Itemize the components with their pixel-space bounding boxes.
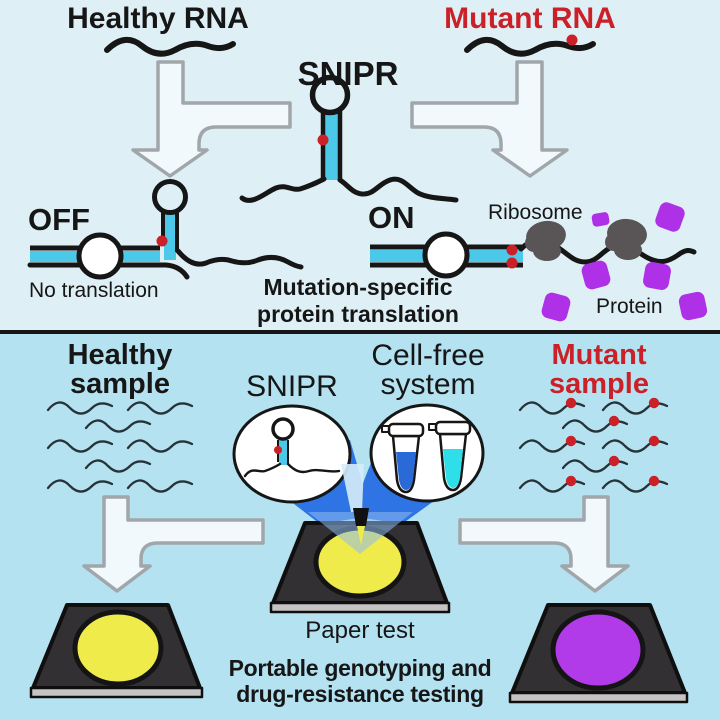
- protein-label: Protein: [596, 295, 663, 318]
- ribosome-blob: [605, 218, 647, 260]
- cellfree-inset-circle: [369, 403, 485, 503]
- portable-caption: Portable genotyping and drug-resistance …: [180, 655, 540, 707]
- beam-streak: [341, 464, 364, 512]
- mutation-caption-line2: protein translation: [257, 301, 459, 327]
- on-sensor-dot-icon: [506, 257, 518, 269]
- on-sensor-dot-icon: [506, 244, 518, 256]
- on-state-label: ON: [368, 200, 415, 235]
- mutant-rna-label: Mutant RNA: [444, 2, 616, 35]
- healthy-rna-strand: [104, 37, 236, 57]
- top-panel-graphics: [27, 34, 708, 322]
- mutant-rna-strand: [464, 37, 596, 57]
- mutation-caption-line1: Mutation-specific: [263, 274, 453, 300]
- healthy-sample-line2: sample: [70, 368, 170, 400]
- result-spot-purple: [550, 609, 646, 691]
- cellfree-system-label: Cell-free system: [347, 339, 509, 401]
- off-riboswitch: [27, 179, 304, 280]
- snipr-title-label: SNIPR: [297, 55, 399, 92]
- paper-test-device-mutant: [508, 603, 689, 704]
- arrow-mutant-to-result-icon: [458, 495, 630, 593]
- healthy-rna-label: Healthy RNA: [67, 2, 249, 35]
- pipette-tip-icon: [353, 508, 369, 545]
- tube-cyan: [428, 420, 472, 492]
- mutant-sample-line1: Mutant: [551, 339, 647, 371]
- healthy-sample-label: Healthy sample: [40, 341, 200, 399]
- ribosome-blob: [525, 220, 566, 261]
- tube-blue: [381, 422, 425, 494]
- paper-test-device-center: [269, 521, 451, 614]
- paper-test-label: Paper test: [305, 617, 415, 644]
- arrow-healthy-to-result-icon: [82, 495, 265, 593]
- arrow-healthy-to-off-icon: [131, 60, 292, 178]
- healthy-sample-line1: Healthy: [67, 339, 173, 371]
- bottom-panel-graphics: [29, 398, 689, 704]
- panel-divider: [0, 330, 720, 334]
- portable-line2: drug-resistance testing: [236, 681, 484, 707]
- ribosome-label: Ribosome: [488, 201, 583, 224]
- cellfree-line1: Cell-free: [371, 339, 485, 372]
- arrow-mutant-to-on-icon: [410, 60, 569, 178]
- mutation-dot-icon: [566, 34, 578, 46]
- off-state-label: OFF: [28, 202, 90, 237]
- portable-line1: Portable genotyping and: [228, 655, 492, 681]
- snipr-sensor-dot-icon: [317, 134, 329, 146]
- paper-test-device-healthy: [29, 603, 204, 699]
- off-sensor-dot-icon: [156, 235, 168, 247]
- cellfree-line2: system: [380, 368, 476, 401]
- result-spot-yellow: [72, 609, 164, 687]
- snipr-inset-circle: [232, 404, 352, 504]
- mutation-caption: Mutation-specific protein translation: [238, 274, 478, 328]
- mutant-sample-line2: sample: [549, 368, 649, 400]
- no-translation-label: No translation: [29, 279, 159, 302]
- snipr-inset-label: SNIPR: [246, 370, 338, 403]
- snipr-hairpin: [239, 74, 459, 203]
- protein-blobs: [541, 202, 708, 322]
- on-riboswitch: [370, 202, 708, 322]
- mutant-sample-label: Mutant sample: [519, 341, 679, 399]
